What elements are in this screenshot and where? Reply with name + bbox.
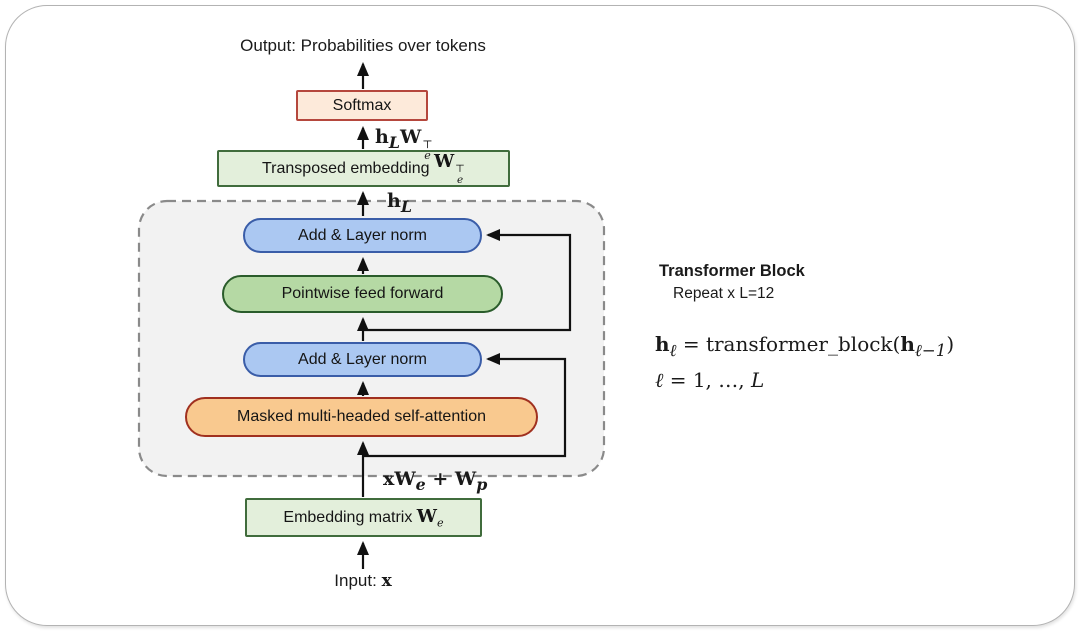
transformer-block-title: Transformer Block bbox=[659, 262, 805, 280]
pointwise-feed-forward-pill: Pointwise feed forward bbox=[222, 275, 503, 313]
add-layer-norm-top-pill: Add & Layer norm bbox=[243, 218, 482, 253]
output-label: Output: Probabilities over tokens bbox=[240, 36, 486, 55]
masked-self-attention-pill: Masked multi-headed self-attention bbox=[185, 397, 538, 437]
transposed-embedding-box: Transposed embedding W⊤e bbox=[217, 150, 510, 187]
input-label: Input: x bbox=[334, 571, 392, 591]
diagram-card bbox=[5, 5, 1075, 626]
embedding-matrix-box: Embedding matrix We bbox=[245, 498, 482, 537]
softmax-box: Softmax bbox=[296, 90, 428, 121]
recurrence-formula: hℓ = transformer_block(hℓ−1) bbox=[655, 332, 955, 360]
xwe-plus-wp-label: xWe + Wp bbox=[383, 468, 488, 494]
hl-label: hL bbox=[387, 190, 412, 216]
repeat-count-label: Repeat x L=12 bbox=[673, 285, 775, 302]
hl-we-transpose-label: hLW⊤e bbox=[375, 126, 433, 163]
layer-index-formula: ℓ = 1, …, L bbox=[655, 368, 765, 392]
add-layer-norm-bottom-pill: Add & Layer norm bbox=[243, 342, 482, 377]
